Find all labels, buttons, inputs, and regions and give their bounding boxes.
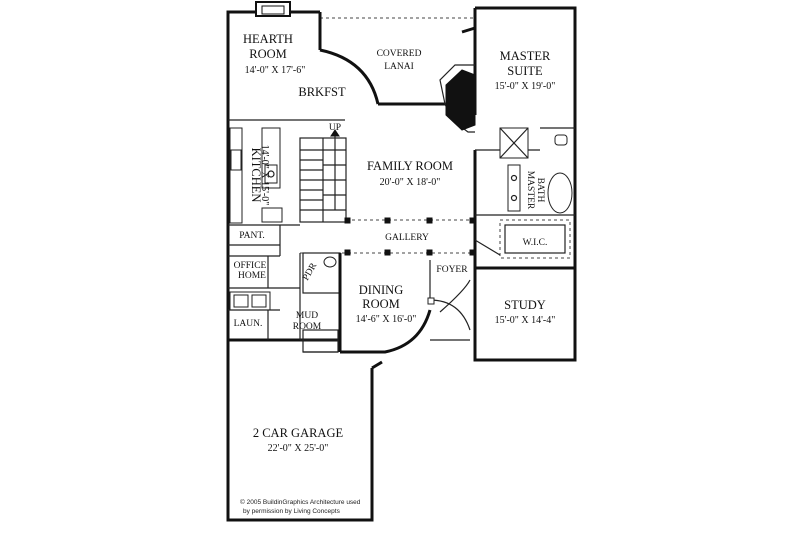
- service-rooms: [228, 225, 340, 353]
- hearth-room-size: 14'-0" X 17'-6": [245, 65, 306, 76]
- office-title-2: HOME: [238, 271, 266, 281]
- copyright-line-1: © 2005 BuildinGraphics Architecture used: [240, 498, 361, 506]
- family-room-size: 20'-0" X 18'-0": [380, 177, 441, 188]
- master-bath: [474, 127, 575, 259]
- kitchen-size: 14'-0" X 15'-0": [259, 145, 270, 206]
- garage-title: 2 CAR GARAGE: [253, 426, 344, 440]
- family-room-title: FAMILY ROOM: [367, 159, 453, 173]
- lanai-title: COVERED: [377, 49, 422, 59]
- master-suite-title: MASTER: [500, 49, 551, 63]
- study-title: STUDY: [504, 298, 546, 312]
- garage-size: 22'-0" X 25'-0": [268, 443, 329, 454]
- master-fireplace-bay: [439, 26, 476, 133]
- lanai-title-2: LANAI: [384, 62, 414, 72]
- fireplace: [255, 1, 291, 17]
- stair-up-label: UP: [329, 123, 341, 133]
- kitchen-fixtures: [228, 127, 300, 226]
- breakfast-bay: [228, 12, 463, 121]
- mud-room-title: MUD: [296, 311, 318, 321]
- mud-room-title-2: ROOM: [293, 322, 322, 332]
- hearth-room-title-2: ROOM: [249, 47, 287, 61]
- office-title: OFFICE: [234, 261, 267, 271]
- dining-foyer: [338, 253, 471, 354]
- room-labels: HEARTH ROOM 14'-0" X 17'-6" COVERED LANA…: [234, 32, 556, 454]
- kitchen-title: KITCHEN: [249, 148, 263, 203]
- hearth-room-title: HEARTH: [243, 32, 293, 46]
- wic-title: W.I.C.: [523, 238, 548, 248]
- breakfast-title: BRKFST: [298, 85, 346, 99]
- exterior-walls: [226, 6, 577, 522]
- dining-room-size: 14'-6" X 16'-0": [356, 314, 417, 325]
- master-suite-size: 15'-0" X 19'-0": [495, 81, 556, 92]
- copyright-notice: © 2005 BuildinGraphics Architecture used…: [240, 498, 361, 515]
- powder-room-title: PDR: [301, 261, 319, 283]
- foyer-title: FOYER: [436, 265, 468, 275]
- gallery-title: GALLERY: [385, 233, 429, 243]
- stair: [299, 129, 347, 223]
- pantry-title: PANT.: [239, 231, 265, 241]
- copyright-line-2: by permission by Living Concepts: [243, 508, 341, 515]
- study-size: 15'-0" X 14'-4": [495, 315, 556, 326]
- gallery-columns: [300, 217, 476, 256]
- master-bath-title: MASTER: [525, 171, 535, 210]
- laundry-title: LAUN.: [234, 319, 263, 329]
- master-bath-title-2: BATH: [535, 178, 545, 203]
- dining-room-title-2: ROOM: [362, 297, 400, 311]
- dining-room-title: DINING: [359, 283, 403, 297]
- master-suite-title-2: SUITE: [507, 64, 543, 78]
